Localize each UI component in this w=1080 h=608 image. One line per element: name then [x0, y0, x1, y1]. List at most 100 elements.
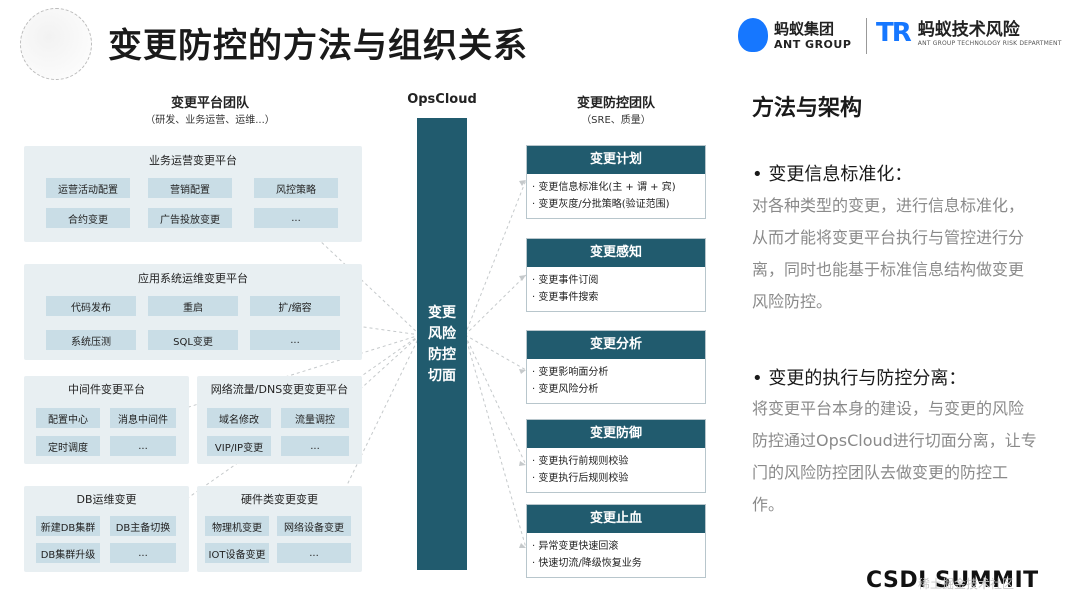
summit-logo: CSDI SUMMIT: [866, 568, 1039, 593]
chip: 运营活动配置: [46, 178, 130, 198]
page-title: 变更防控的方法与组织关系: [108, 26, 528, 66]
watermark: 稀土掘金技术社区: [918, 577, 1015, 591]
arrowhead: [519, 369, 526, 374]
connector-line: [464, 334, 527, 549]
chip: 风控策略: [254, 178, 338, 198]
panel-app-ops: 应用系统运维变更平台 代码发布 重启 扩/缩容 系统压测 SQL变更 ...: [24, 264, 362, 360]
tech-risk-logo: TR 蚂蚁技术风险 ANT GROUP TECHNOLOGY RISK DEPA…: [876, 18, 1062, 48]
panel-title: 业务运营变更平台: [149, 154, 237, 167]
connector-line: [329, 334, 421, 521]
bullet-standardization: • 变更信息标准化：: [752, 164, 913, 185]
box-line: · 变更执行前规则校验: [532, 456, 629, 467]
bar-line: 切面: [428, 368, 456, 384]
chip: 定时调度: [36, 436, 100, 456]
chip: DB主备切换: [110, 516, 176, 536]
chip: 扩/缩容: [250, 296, 340, 316]
box-line: · 变更信息标准化(主 + 谓 + 宾): [532, 182, 676, 193]
box-line: · 变更风险分析: [532, 384, 599, 395]
connector-line: [464, 334, 527, 466]
chip: ...: [110, 436, 176, 456]
chip: ...: [110, 543, 176, 563]
ant-logo-cn: 蚂蚁集团: [774, 19, 835, 38]
tr-logo-en: ANT GROUP TECHNOLOGY RISK DEPARTMENT: [917, 39, 1062, 47]
arrowhead: [519, 543, 526, 548]
right-column-title: 变更防控团队: [576, 96, 655, 111]
panel-title: DB运维变更: [76, 493, 137, 506]
paragraph-separation: 将变更平台本身的建设，与变更的风险防控通过OpsCloud进行切面分离，让专门的…: [752, 399, 1037, 514]
globe-decoration: [20, 8, 92, 80]
chip: 重启: [148, 296, 238, 316]
chip: DB集群升级: [36, 543, 100, 563]
left-column-subtitle: （研发、业务运营、运维...）: [145, 115, 275, 126]
left-column-title: 变更平台团队: [170, 96, 249, 111]
chip: ...: [281, 436, 349, 456]
panel-title: 网络流量/DNS变更变更平台: [210, 383, 349, 396]
chip: 网络设备变更: [277, 516, 351, 536]
bar-line: 风险: [428, 326, 456, 342]
box-line: · 异常变更快速回滚: [532, 541, 619, 552]
box-line: · 快速切流/降级恢复业务: [532, 558, 642, 569]
chip: ...: [277, 543, 351, 563]
chip: ...: [254, 208, 338, 228]
box-title: 变更防御: [527, 420, 705, 448]
panel-hardware: 硬件类变更变更 物理机变更 网络设备变更 IOT设备变更 ...: [197, 486, 362, 572]
box-change-defense: 变更防御 · 变更执行前规则校验 · 变更执行后规则校验: [526, 419, 706, 493]
chip: 新建DB集群: [36, 516, 100, 536]
connector-line: [334, 334, 421, 413]
chip: ...: [250, 330, 340, 350]
paragraph-standardization: 对各种类型的变更，进行信息标准化，从而才能将变更平台执行与管控进行分离，同时也能…: [752, 196, 1025, 311]
opscloud-bar: [417, 118, 467, 570]
chip: VIP/IP变更: [207, 436, 271, 456]
chip: 流量调控: [281, 408, 349, 428]
box-line: · 变更事件订阅: [532, 275, 599, 286]
chip: SQL变更: [148, 330, 238, 350]
bar-line: 变更: [428, 305, 456, 321]
box-change-plan: 变更计划 · 变更信息标准化(主 + 谓 + 宾) · 变更灰度/分批策略(验证…: [526, 145, 706, 219]
connector-line: [464, 274, 527, 336]
logo-divider: [866, 18, 867, 54]
ant-logo-en: ANT GROUP: [774, 37, 852, 51]
box-title: 变更止血: [527, 505, 705, 533]
method-title: 方法与架构: [752, 96, 863, 121]
tr-mark-icon: TR: [876, 18, 912, 48]
box-title: 变更计划: [527, 146, 705, 174]
right-column-subtitle: （SRE、质量）: [581, 115, 651, 126]
chip: 代码发布: [46, 296, 136, 316]
chip: 配置中心: [36, 408, 100, 428]
ant-group-logo: 蚂蚁集团 ANT GROUP: [738, 18, 851, 52]
box-title: 变更分析: [527, 331, 705, 359]
chip: 广告投放变更: [148, 208, 232, 228]
arrowhead: [519, 180, 526, 186]
panel-business-ops: 业务运营变更平台 运营活动配置 营销配置 风控策略 合约变更 广告投放变更 ..…: [24, 146, 362, 242]
bullet-separation: • 变更的执行与防控分离：: [752, 368, 967, 389]
chip: IOT设备变更: [205, 543, 269, 563]
arrowhead: [519, 461, 526, 466]
chip: 营销配置: [148, 178, 232, 198]
tr-logo-cn: 蚂蚁技术风险: [917, 19, 1020, 40]
box-line: · 变更灰度/分批策略(验证范围): [532, 199, 670, 210]
box-change-stop-loss: 变更止血 · 异常变更快速回滚 · 快速切流/降级恢复业务: [526, 504, 706, 578]
box-change-analysis: 变更分析 · 变更影响面分析 · 变更风险分析: [526, 330, 706, 404]
chip: 消息中间件: [110, 408, 176, 428]
panel-title: 应用系统运维变更平台: [138, 272, 248, 285]
panel-network: 网络流量/DNS变更变更平台 域名修改 流量调控 VIP/IP变更 ...: [197, 376, 362, 464]
box-line: · 变更执行后规则校验: [532, 473, 629, 484]
panel-title: 中间件变更平台: [68, 383, 145, 396]
connector-line: [464, 334, 527, 371]
chip: 系统压测: [46, 330, 136, 350]
ant-icon: [738, 18, 768, 52]
panel-db-ops: DB运维变更 新建DB集群 DB主备切换 DB集群升级 ...: [24, 486, 189, 572]
chip: 域名修改: [207, 408, 271, 428]
box-change-perception: 变更感知 · 变更事件订阅 · 变更事件搜索: [526, 238, 706, 312]
arrowhead: [519, 275, 526, 281]
box-line: · 变更影响面分析: [532, 367, 609, 378]
chip: 物理机变更: [205, 516, 269, 536]
box-title: 变更感知: [527, 239, 705, 267]
bar-line: 防控: [428, 347, 456, 363]
opscloud-title: OpsCloud: [407, 92, 477, 107]
opscloud-bar-label: 变更 风险 防控 切面: [417, 303, 467, 387]
connector-line: [464, 179, 527, 336]
panel-middleware: 中间件变更平台 配置中心 消息中间件 定时调度 ...: [24, 376, 189, 464]
chip: 合约变更: [46, 208, 130, 228]
box-line: · 变更事件搜索: [532, 292, 599, 303]
